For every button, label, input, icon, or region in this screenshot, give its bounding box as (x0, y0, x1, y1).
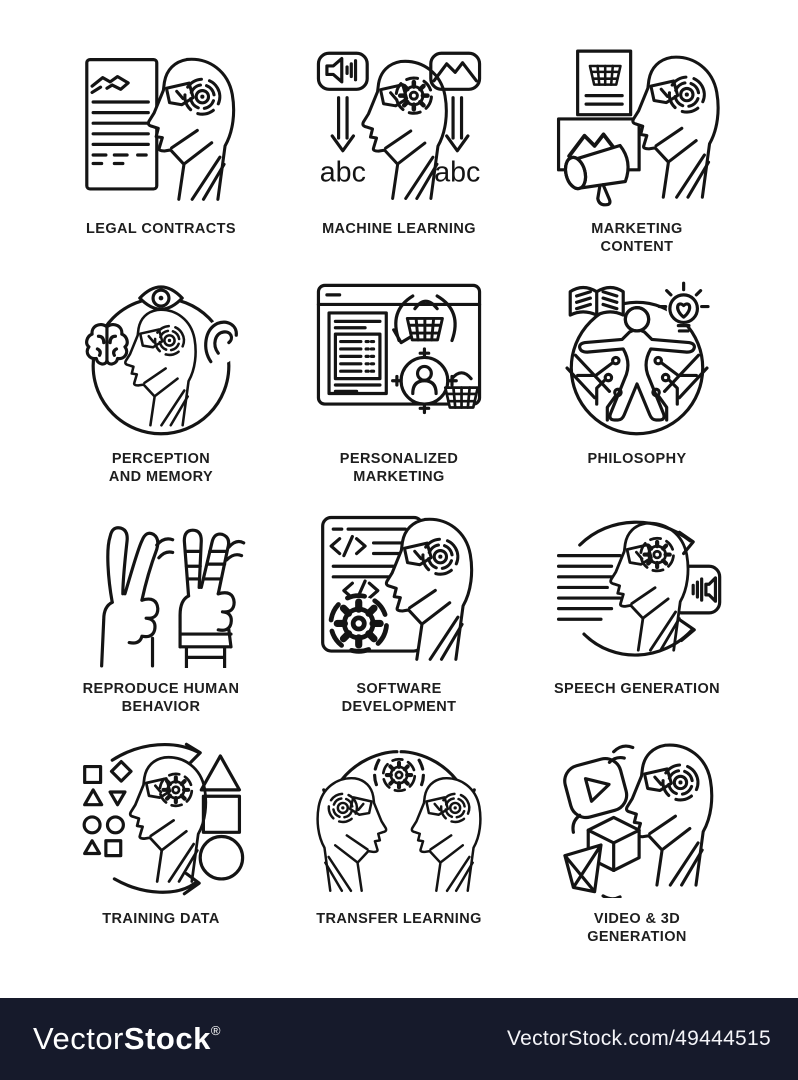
down-arrow-icon (330, 95, 356, 152)
flow-arrow-bottom (112, 871, 201, 895)
motion-arcs (607, 743, 635, 764)
robot-peace-hand (178, 528, 236, 668)
basket-refresh-icon (392, 293, 457, 344)
logo-text-vector: Vector (33, 1021, 124, 1056)
play-button-icon (563, 756, 629, 819)
icon-cell-legal-contracts: LEGAL CONTRACTS (42, 42, 280, 272)
raw-data-shapes (82, 759, 133, 857)
robot-head-icon (384, 517, 474, 661)
vectorstock-logo: VectorStock® (33, 1021, 221, 1057)
speaker-icon (704, 575, 718, 603)
philosophy-icon (565, 281, 710, 435)
robot-head-icon (631, 55, 720, 199)
eye-icon (138, 284, 184, 311)
robot-head-icon (146, 57, 236, 201)
vitruvian-figure (578, 305, 696, 422)
ear-icon (201, 317, 242, 365)
robot-head-icon (128, 755, 208, 883)
handshake-icon (90, 74, 130, 94)
text-lines (556, 553, 622, 621)
machine-learning-icon: abc abc (316, 51, 482, 200)
icon-cell-speech-generation: SPEECH GENERATION (518, 502, 756, 732)
icon-label: PHILOSOPHY (587, 451, 687, 467)
motion-arcs (225, 539, 246, 561)
icon-cell-machine-learning: abc abc MACHINE LEARNING (280, 42, 518, 272)
abc-text: abc (320, 156, 366, 188)
icon-label: SPEECH GENERATION (553, 681, 721, 697)
registered-mark: ® (210, 1022, 221, 1038)
product-list-panel (327, 310, 388, 395)
reproduce-human-behavior-icon (100, 525, 246, 668)
robot-head-left (316, 776, 388, 892)
icon-label: TRANSFER LEARNING (316, 911, 482, 927)
robot-head-right (410, 776, 482, 892)
robot-head-icon (624, 742, 714, 887)
browser-window (316, 283, 482, 406)
icon-cell-transfer-learning: TRANSFER LEARNING (280, 732, 518, 962)
brain-icon (85, 322, 129, 366)
cycle-arrow-top (578, 520, 695, 555)
marketing-content-icon (556, 49, 720, 206)
icon-label: LEGAL CONTRACTS (86, 221, 236, 237)
personalized-marketing-icon (316, 283, 482, 414)
circuit-nodes (576, 355, 698, 422)
sound-bars (691, 576, 704, 602)
human-peace-hand (100, 525, 160, 667)
icon-cell-training-data: TRAINING DATA (42, 732, 280, 962)
speaker-icon (325, 56, 358, 83)
legal-contracts-icon (85, 57, 236, 201)
audio-input-box (316, 51, 369, 91)
megaphone-icon (563, 143, 630, 206)
image-input-box (429, 51, 482, 91)
circuit-wedges (565, 353, 709, 399)
shop-flyer (576, 49, 633, 116)
cube-3d-icon (586, 815, 641, 872)
target-customer-icon (391, 346, 458, 414)
transfer-learning-icon (316, 749, 482, 892)
pyramid-3d-icon (563, 842, 603, 893)
logo-text-stock: Stock (123, 1021, 211, 1056)
software-development-icon (321, 515, 474, 661)
gear-icon (373, 756, 425, 793)
robot-head-icon (609, 521, 690, 652)
motion-arcs (571, 813, 622, 898)
video-3d-generation-icon (563, 742, 714, 898)
icon-cell-philosophy: PHILOSOPHY (518, 272, 756, 502)
sorted-shapes (198, 753, 245, 881)
code-tag-icon (329, 534, 367, 557)
outer-circle (569, 300, 705, 435)
icon-label: MACHINE LEARNING (322, 221, 476, 237)
abc-text: abc (434, 156, 480, 188)
small-basket-icon (443, 370, 480, 409)
icon-grid: LEGAL CONTRACTS abc abc MACHINE LEARNING (42, 42, 756, 962)
flow-arrow-top (110, 742, 202, 764)
speech-generation-icon (556, 520, 722, 657)
open-book-icon (568, 285, 625, 317)
perception-and-memory-icon (85, 284, 242, 435)
training-data-icon (82, 742, 245, 895)
gear-icon (326, 591, 390, 655)
icon-label: TRAINING DATA (102, 911, 220, 927)
basket-icon (588, 64, 622, 86)
motion-arcs (155, 536, 175, 559)
cycle-arrow-bottom (582, 618, 696, 657)
image-icon (432, 60, 478, 82)
vectorstock-image-url: VectorStock.com/49444515 (506, 1027, 771, 1050)
watermark-bar: VectorStock® VectorStock.com/49444515 (0, 998, 798, 1080)
down-arrow-icon (445, 95, 470, 152)
robot-head-icon (124, 308, 197, 427)
idea-bulb-icon (657, 281, 710, 333)
